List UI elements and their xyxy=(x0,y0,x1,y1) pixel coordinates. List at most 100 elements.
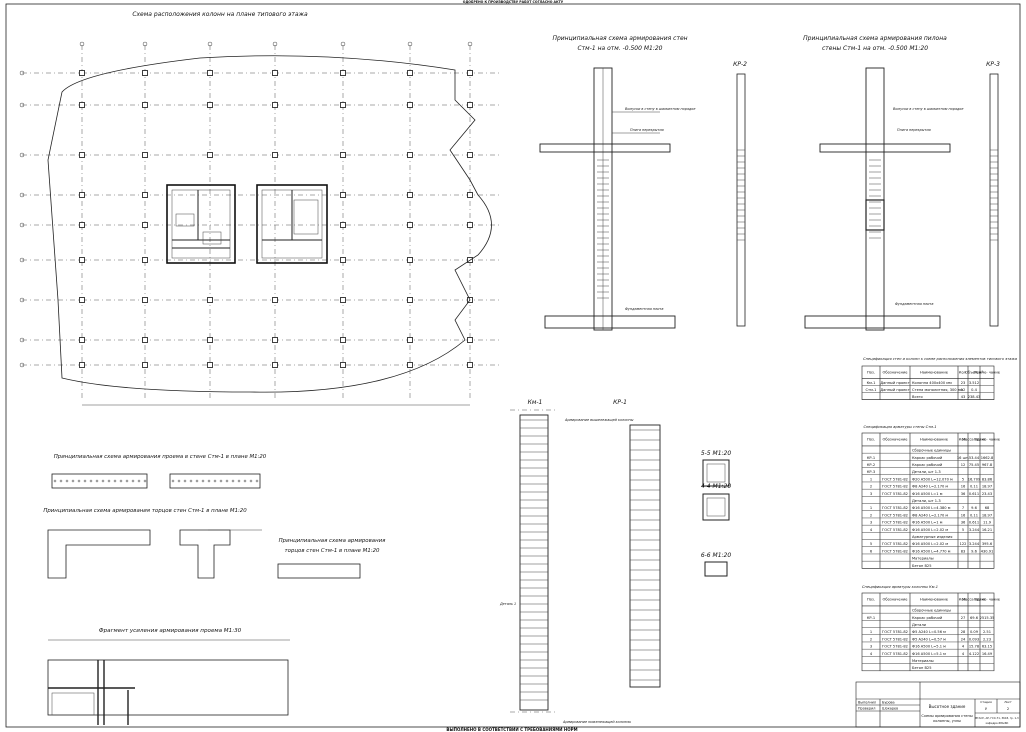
pylon-scheme-title-2: стены Стм-1 на отм. -0.500 М1:20 xyxy=(822,45,928,52)
table-cell: 0.09 xyxy=(970,630,979,634)
ends-plan-title: Принципиальная схема армирования торцов … xyxy=(43,508,247,514)
table-cell: 3 xyxy=(870,492,872,496)
opening-rebar xyxy=(53,479,259,483)
table-cell: КР-1 xyxy=(867,456,875,460)
table-cell: Ф5 А240 L=0.57 м xyxy=(912,637,946,641)
rebar-dot xyxy=(101,479,105,483)
table-cell: 0.11 xyxy=(970,513,978,517)
foundation-note-1: Фундаментная плита xyxy=(625,307,663,311)
tb-name-1: Бурова xyxy=(882,701,895,705)
column-marker xyxy=(467,70,473,76)
kr1-ties xyxy=(630,429,660,681)
rebar-dot xyxy=(59,479,63,483)
table-cell: 11.9 xyxy=(983,521,992,525)
rebar-dot xyxy=(107,479,111,483)
table-cell: КР-2 xyxy=(867,463,875,467)
rebar-dot xyxy=(95,479,99,483)
table-cell: 23 xyxy=(961,381,966,385)
table-cell: 68 xyxy=(985,506,990,510)
table-cell: Стм-1 xyxy=(866,388,877,392)
column-marker xyxy=(272,70,278,76)
column-marker xyxy=(467,102,473,108)
column-marker xyxy=(272,362,278,368)
column-marker xyxy=(272,102,278,108)
table-cell: 9.6 xyxy=(971,549,977,553)
section-6-6-label: 6-6 М1:20 xyxy=(701,552,732,559)
table-cell: ГОСТ 5781-82 xyxy=(882,477,908,481)
column-marker xyxy=(340,192,346,198)
table-cell: КР-1 xyxy=(867,616,875,620)
grid-axis-marker xyxy=(19,222,25,228)
rebar-dot xyxy=(177,479,181,483)
column-marker xyxy=(142,297,148,303)
table-cell: 430.91 xyxy=(981,549,994,553)
column-marker xyxy=(340,222,346,228)
column-marker xyxy=(79,70,85,76)
rebar-dot xyxy=(213,479,217,483)
top-banner: ОДОБРЕНО К ПРОИЗВОДСТВУ РАБОТ СОГЛАСНО А… xyxy=(463,0,564,4)
table-cell: 16.709 xyxy=(968,477,981,481)
tb-stage: У xyxy=(985,707,988,711)
table-cell: Стена монолитная, 300 мм xyxy=(912,388,963,392)
ends-plan: Принципиальная схема армирования торцов … xyxy=(43,508,262,579)
column-marker xyxy=(340,362,346,368)
kr1-label: КР-1 xyxy=(613,399,627,406)
section-5-5: 5-5 М1:20 xyxy=(701,450,731,487)
column-marker xyxy=(142,152,148,158)
table-header: Кол. xyxy=(959,371,967,375)
table-cell: 2 xyxy=(870,637,872,641)
column-marker xyxy=(79,297,85,303)
table-cell: 395.6 xyxy=(982,542,993,546)
rebar-dot xyxy=(65,479,69,483)
tb-name-2: Шокарев xyxy=(882,707,898,711)
kr1-view: КР-1 xyxy=(613,399,661,688)
table-cell: 0.611 xyxy=(969,521,979,525)
km1-ties xyxy=(520,419,548,701)
table-cell: Сборочные единицы xyxy=(912,609,951,613)
table-cell: 75.45 xyxy=(969,463,979,467)
table-cell: Каркас рабочий xyxy=(912,616,943,620)
table2-title: Спецификация арматуры стены Стм-1 xyxy=(863,425,936,429)
column-marker xyxy=(142,362,148,368)
table-cell: 1662.8 xyxy=(981,456,994,460)
pipe-note-2: Выпуски в стену в шахматном порядке xyxy=(893,107,964,111)
column-marker xyxy=(340,70,346,76)
column-marker xyxy=(272,297,278,303)
column-marker xyxy=(142,102,148,108)
kr2-stirrups xyxy=(737,149,745,241)
table-cell: 28 xyxy=(961,630,966,634)
column-marker xyxy=(407,337,413,343)
tb-stage-header: Стадия xyxy=(980,700,992,704)
table-header: Поз. xyxy=(867,598,875,602)
ends-plan-2: Принципиальная схема армирования торцов … xyxy=(277,538,386,579)
armature-note: Армирование вышележащей колонны xyxy=(564,418,634,422)
table-cell: Каркас рабочий xyxy=(912,463,943,467)
sheet-frame xyxy=(5,3,1021,728)
table-cell: Ф20 А500 L=12.070 м xyxy=(912,477,953,481)
rebar-dot xyxy=(225,479,229,483)
pylon-scheme-title-1: Принципиальная схема армирования пилона xyxy=(803,35,947,42)
column-marker xyxy=(142,257,148,263)
column-plan: Схема расположения колонн на плане типов… xyxy=(19,11,500,406)
table-cell: Всего xyxy=(912,395,923,399)
column-marker xyxy=(340,257,346,263)
table-cell: Материалы xyxy=(912,659,934,663)
table-header: Масса ед. кг xyxy=(962,438,986,442)
column-marker xyxy=(467,222,473,228)
table-cell: 16 шт. xyxy=(957,456,969,460)
column-marker xyxy=(272,152,278,158)
table-cell: 2 xyxy=(870,485,872,489)
table-cell: 69.6 xyxy=(970,616,979,620)
plate-note-2: Плита перекрытия xyxy=(897,128,931,132)
section-4-4-label: 4-4 М1:20 xyxy=(701,483,732,490)
table-cell: 16 xyxy=(961,485,966,489)
table-cell: 1 xyxy=(870,477,872,481)
table-cell: 36 xyxy=(961,521,966,525)
wall-stirrups xyxy=(597,159,609,299)
grid-axis-marker xyxy=(19,102,25,108)
table-header: Приме- чание xyxy=(974,438,1001,442)
rebar-dot xyxy=(201,479,205,483)
km1-label: Км-1 xyxy=(528,399,543,406)
grid-axis-marker xyxy=(142,41,148,47)
